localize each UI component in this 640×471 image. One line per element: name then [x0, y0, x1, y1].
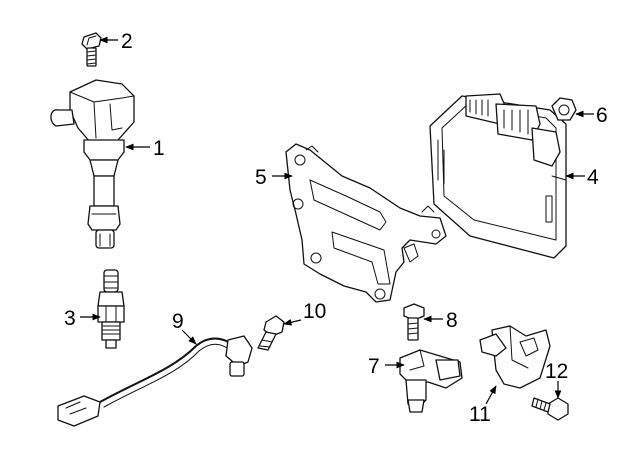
callout-8: 8	[446, 309, 458, 332]
callout-7: 7	[368, 355, 380, 378]
bolt-part-2	[81, 32, 102, 67]
callout-3: 3	[64, 307, 76, 330]
callout-12: 12	[545, 360, 568, 383]
bolt-part-10	[257, 315, 285, 351]
callout-4: 4	[587, 166, 599, 189]
bolt-part-12	[531, 397, 569, 421]
sensor-part-7	[399, 349, 463, 413]
ecu-part-4	[429, 93, 567, 259]
sensor-wire-part-9	[57, 335, 253, 427]
bracket-part-5	[285, 143, 447, 303]
callout-2: 2	[121, 30, 133, 53]
callout-10: 10	[303, 300, 326, 323]
callout-6: 6	[596, 104, 608, 127]
callout-9: 9	[172, 310, 184, 333]
callout-1: 1	[153, 137, 165, 160]
callout-5: 5	[255, 166, 267, 189]
leader-lines	[80, 36, 594, 405]
sensor-part-11	[479, 325, 551, 389]
spark-plug-part-3	[97, 269, 125, 349]
nut-part-6	[551, 97, 577, 121]
ignition-coil-part-1	[50, 79, 135, 249]
bolt-part-8	[403, 303, 425, 341]
callout-11: 11	[469, 403, 491, 426]
